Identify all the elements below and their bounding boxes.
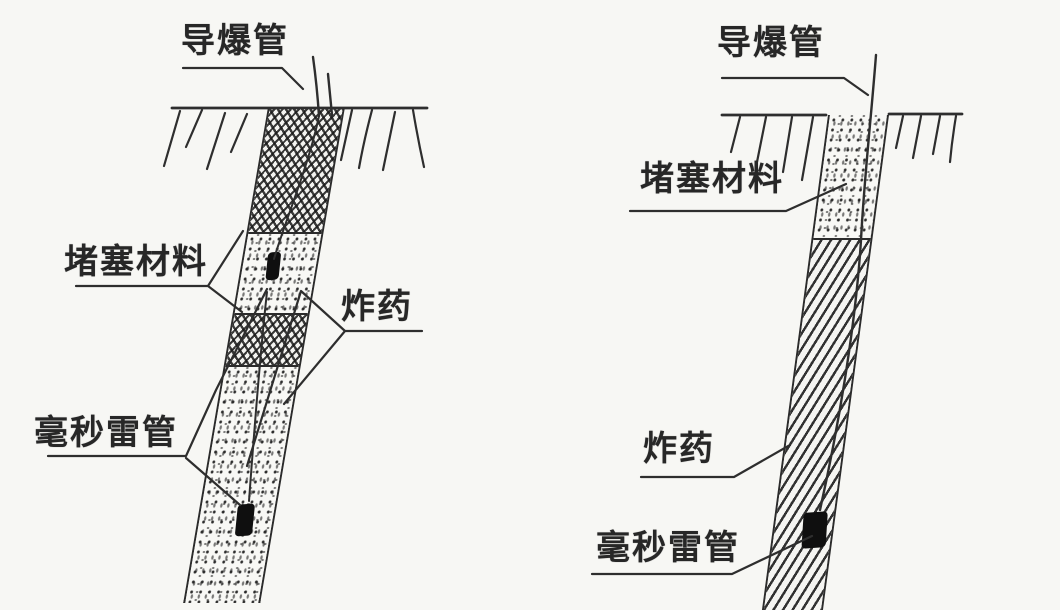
label-ms-detonator-left: 毫秒雷管 (34, 413, 178, 453)
stemming-deck-2-left (225, 313, 308, 365)
stemming-deck-1-left (248, 107, 343, 232)
borehole-left (183, 107, 345, 603)
label-explosive-left: 炸药 (341, 287, 413, 327)
charge-deck-1-left (234, 232, 322, 313)
label-stemming-material-right: 堵塞材料 (640, 159, 784, 199)
label-ms-detonator-right: 毫秒雷管 (596, 528, 740, 568)
detonator-blob (801, 511, 828, 549)
stemming-section-right (813, 115, 887, 238)
charge-deck-2-left (185, 365, 299, 603)
detonator-blob (234, 503, 256, 537)
detonator-blob (265, 251, 282, 281)
label-stemming-material-left: 堵塞材料 (64, 242, 208, 282)
label-explosive-right: 炸药 (643, 429, 715, 469)
label-detonating-tube-left: 导爆管 (181, 21, 289, 61)
label-detonating-tube-right: 导爆管 (717, 23, 825, 63)
charge-column-right (763, 238, 871, 610)
